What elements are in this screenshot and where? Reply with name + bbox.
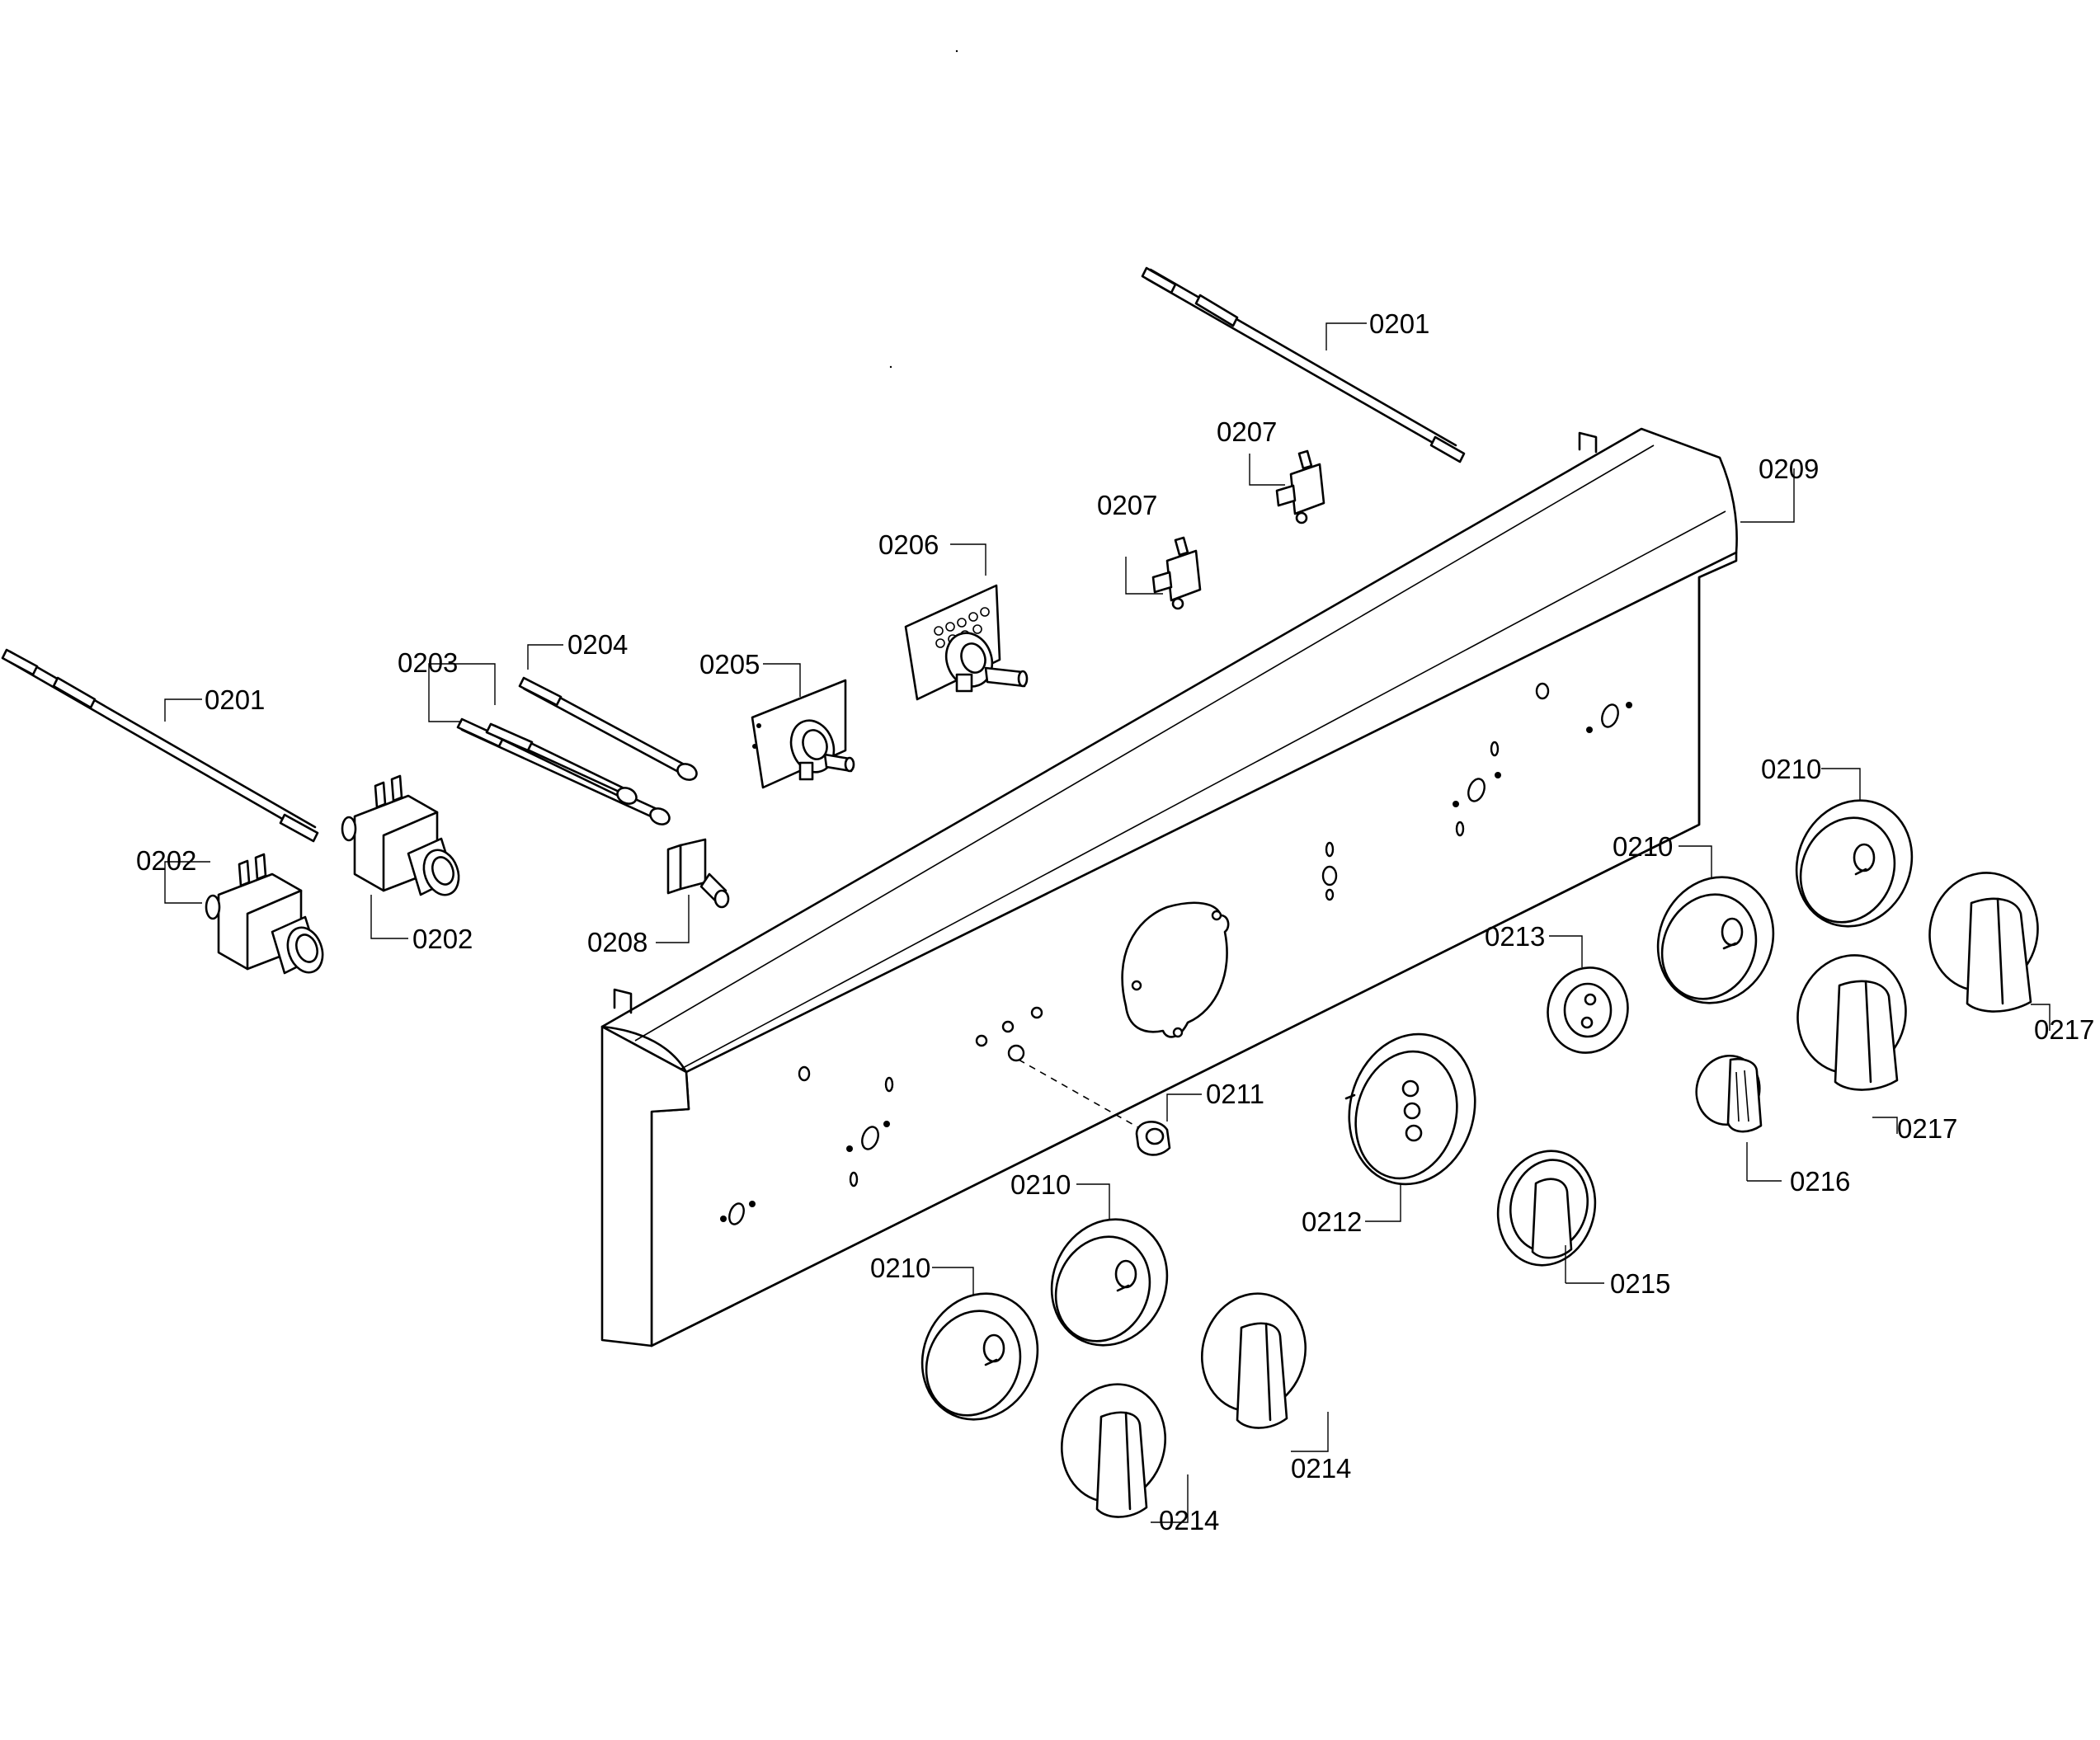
callout-0216: 0216: [1790, 1166, 1850, 1197]
knob-bezel-d: [1795, 799, 1914, 928]
micro-switch-b: [1275, 449, 1325, 524]
knob-0215: [1496, 1150, 1597, 1267]
callout-0212: 0212: [1302, 1206, 1362, 1237]
callout-0201-left: 0201: [205, 684, 265, 715]
callout-0203: 0203: [398, 647, 458, 678]
callout-0210-b: 0210: [1010, 1169, 1071, 1200]
callout-0205: 0205: [699, 649, 760, 680]
callout-0209: 0209: [1759, 454, 1819, 484]
selector-switch: [904, 584, 1029, 701]
callout-0210-c: 0210: [1613, 831, 1673, 862]
solenoid-valve-a: [205, 853, 324, 975]
callout-0202-b: 0202: [412, 924, 473, 954]
callout-0215: 0215: [1610, 1268, 1670, 1299]
callout-labels: 0201 0201 0202 0202 0203 0204 0205 0206 …: [136, 308, 2094, 1535]
callout-0201-top: 0201: [1369, 308, 1429, 339]
igniter-rod-0204: [518, 676, 698, 781]
callout-0206: 0206: [878, 529, 939, 560]
solenoid-valve-b: [341, 774, 460, 896]
knob-0216: [1695, 1054, 1763, 1133]
rocker-switch: [666, 838, 730, 909]
callout-0211: 0211: [1206, 1079, 1264, 1109]
scan-speck: [955, 49, 958, 53]
callout-0202-a: 0202: [136, 845, 196, 876]
callout-0207-b: 0207: [1217, 416, 1277, 447]
bezel-large: [1344, 1032, 1476, 1186]
control-panel: [600, 427, 1738, 1347]
leader-lines: [164, 322, 2051, 1523]
thermostat-switch: [751, 679, 855, 789]
knob-bezel-c: [1656, 876, 1775, 1004]
callout-0210-a: 0210: [870, 1253, 930, 1283]
knob-0214-b: [1200, 1292, 1307, 1429]
thermocouple-rod-top: [1141, 266, 1466, 463]
bezel-medium: [1547, 966, 1629, 1054]
callout-0207-a: 0207: [1097, 490, 1157, 520]
knob-0214-a: [1060, 1383, 1167, 1518]
scan-speck: [889, 365, 892, 369]
bezel-small: [1018, 1059, 1171, 1156]
callout-0210-d: 0210: [1761, 754, 1821, 784]
thermocouple-rod-left: [1, 648, 319, 843]
knob-bezel-b: [1050, 1218, 1169, 1347]
knob-0217-b: [1796, 954, 1907, 1091]
callout-0204: 0204: [567, 629, 628, 660]
igniter-rod-0203: [456, 717, 671, 825]
knob-bezel-a: [921, 1292, 1039, 1421]
knob-0217-a: [1928, 872, 2039, 1013]
callout-0213: 0213: [1485, 921, 1545, 952]
callout-0214-b: 0214: [1291, 1453, 1351, 1484]
callout-0217-b: 0217: [1897, 1113, 1957, 1144]
callout-0214-a: 0214: [1159, 1505, 1219, 1535]
panel-holes: [720, 682, 1632, 1225]
callout-0208: 0208: [587, 927, 647, 957]
micro-switch-a: [1151, 536, 1202, 610]
callout-0217-a: 0217: [2034, 1014, 2094, 1045]
